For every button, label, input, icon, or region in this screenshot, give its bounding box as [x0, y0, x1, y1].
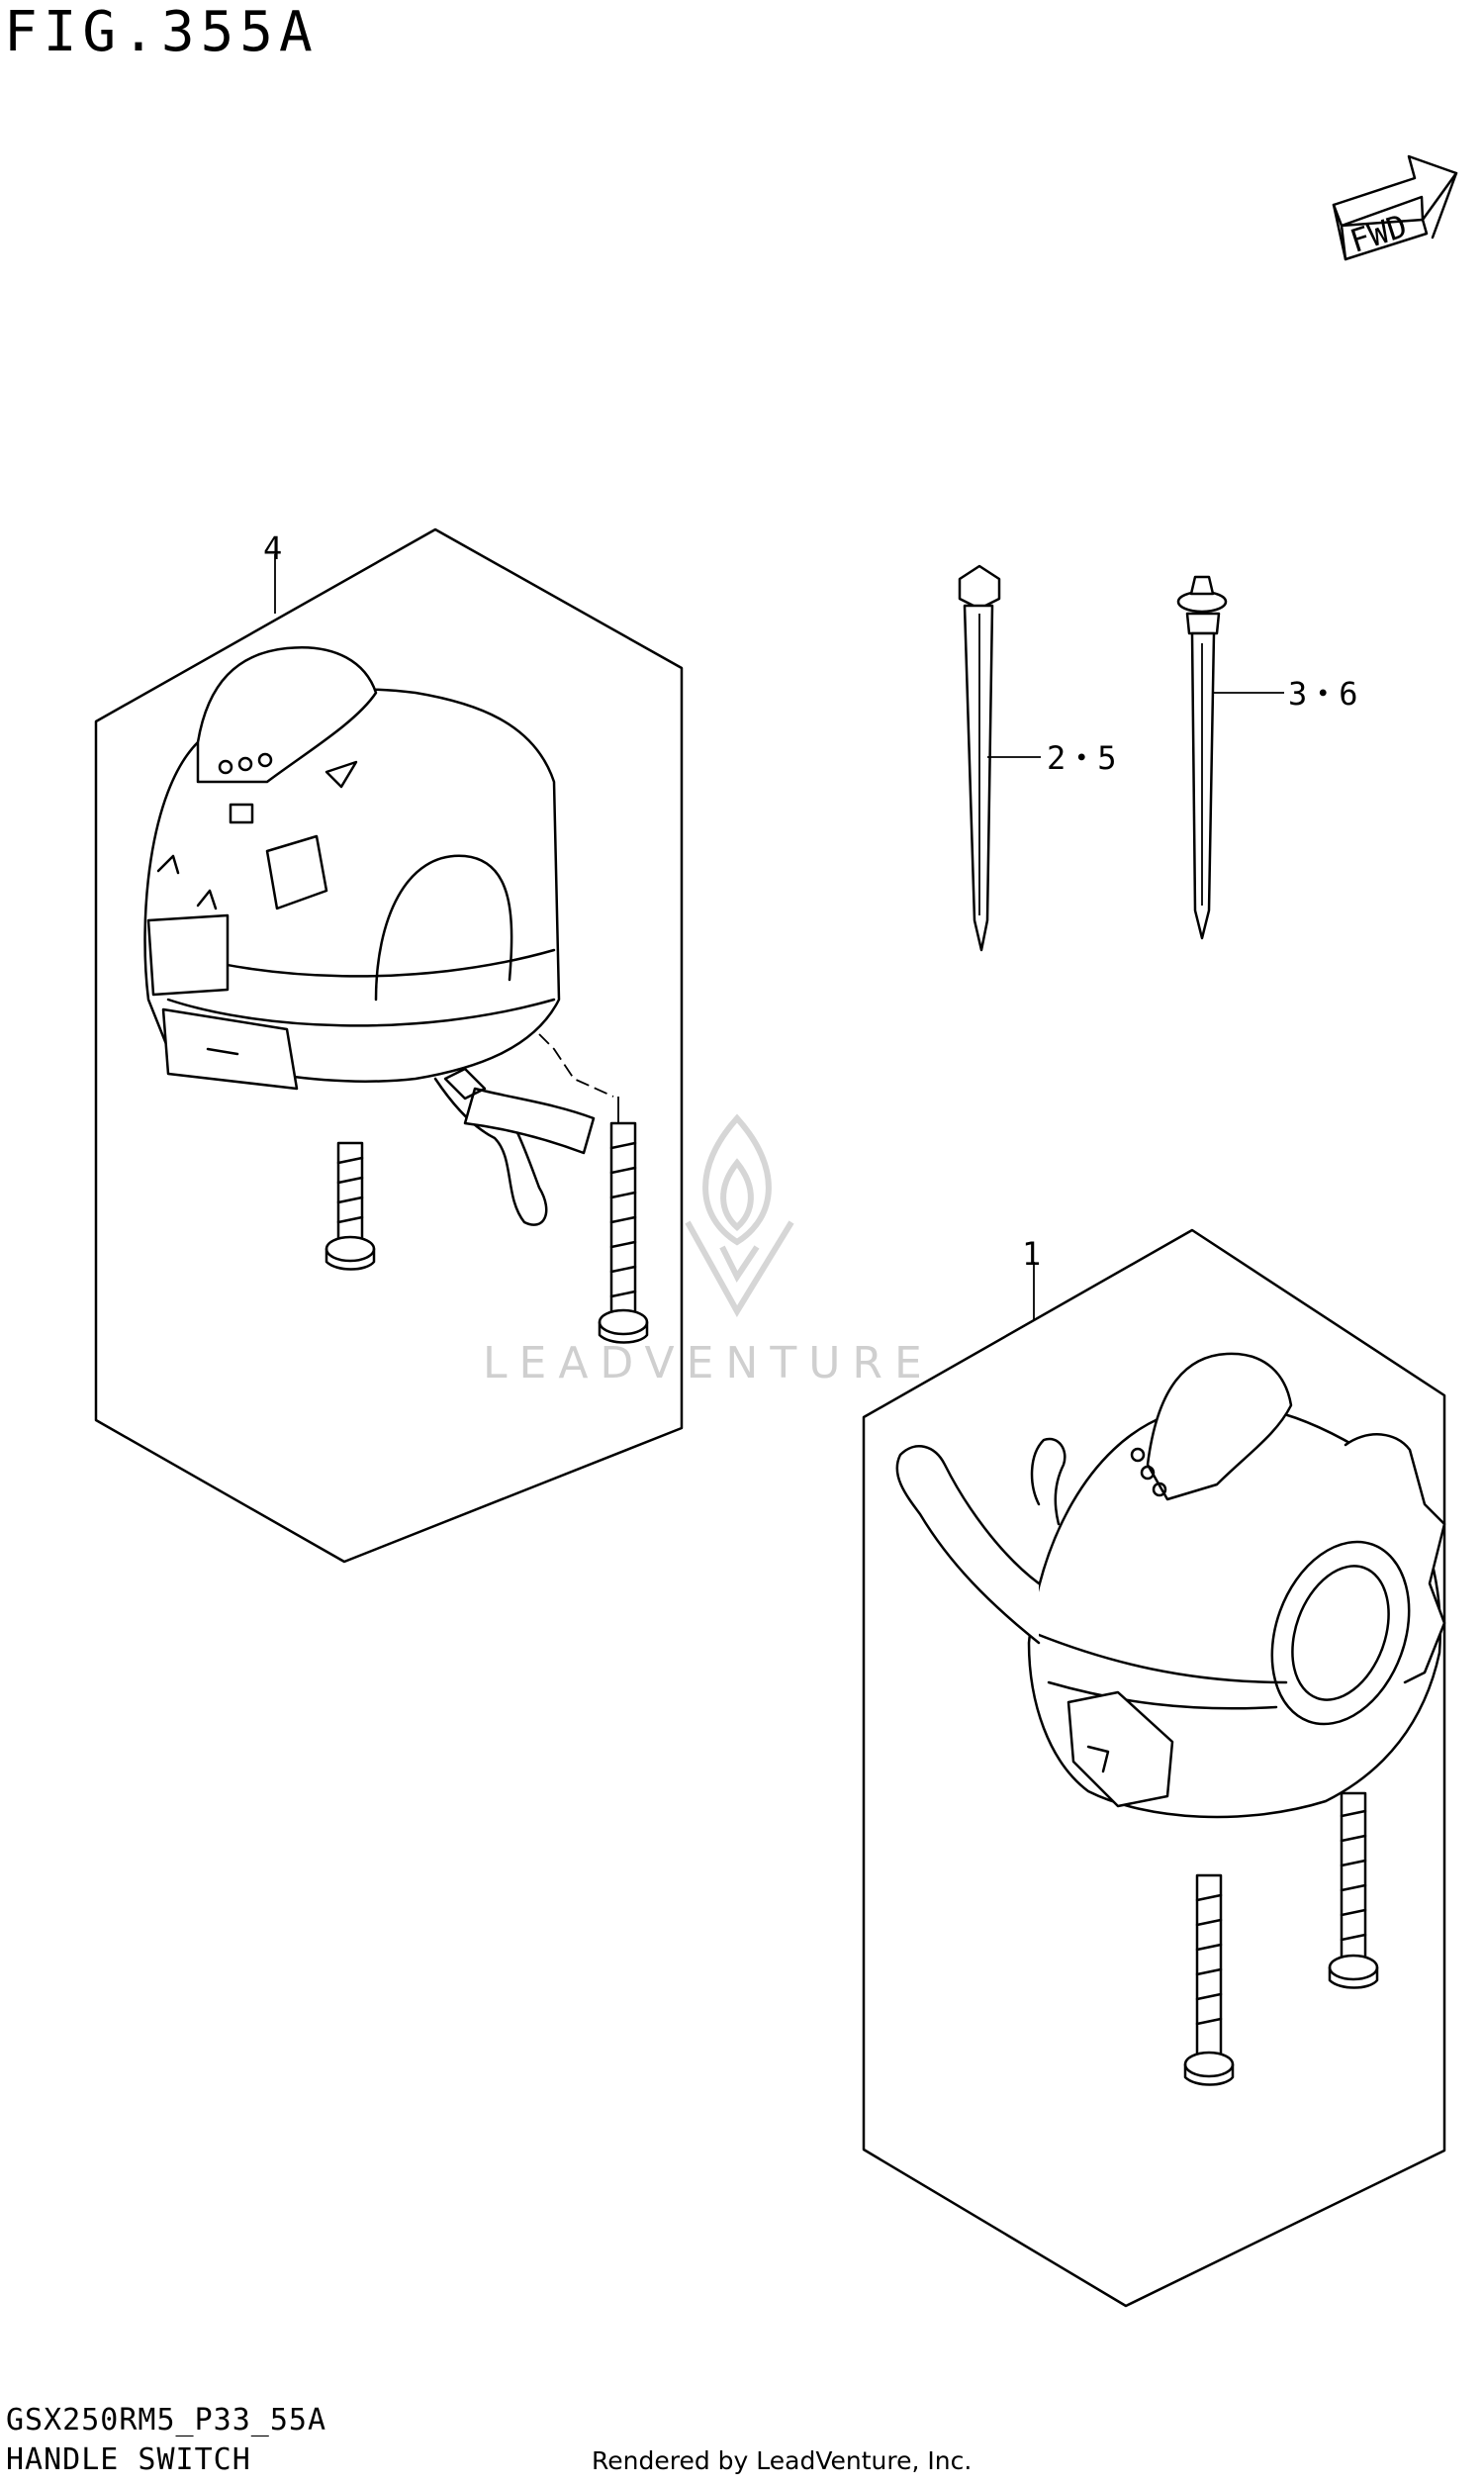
right-handlebar-switch	[895, 1352, 1446, 1819]
figure-title: FIG.355A	[4, 0, 319, 64]
right-switch-frame	[862, 1228, 1446, 2308]
cable-tie-3-6: 3・6	[1176, 575, 1358, 940]
callout-2-5: 2・5	[1047, 739, 1117, 777]
left-handlebar-switch	[143, 645, 619, 1226]
left-long-screw	[598, 1121, 649, 1344]
cable-tie-2-5: 2・5	[958, 564, 1117, 952]
fwd-direction-arrow: FWD	[1332, 154, 1458, 261]
leadventure-watermark-logo	[685, 1113, 794, 1317]
callout-4: 4	[263, 529, 282, 567]
watermark-text: LEADVENTURE	[483, 1338, 934, 1388]
callout-3-6: 3・6	[1288, 675, 1358, 713]
right-rear-screw	[1328, 1791, 1379, 1989]
model-code: GSX250RM5_P33_55A	[6, 2403, 327, 2438]
left-short-screw	[325, 1141, 376, 1271]
callout-1: 1	[1022, 1235, 1041, 1273]
section-name: HANDLE SWITCH	[6, 2442, 251, 2477]
render-credit: Rendered by LeadVenture, Inc.	[592, 2446, 973, 2475]
right-front-screw	[1183, 1873, 1235, 2086]
left-switch-frame	[94, 527, 684, 1564]
